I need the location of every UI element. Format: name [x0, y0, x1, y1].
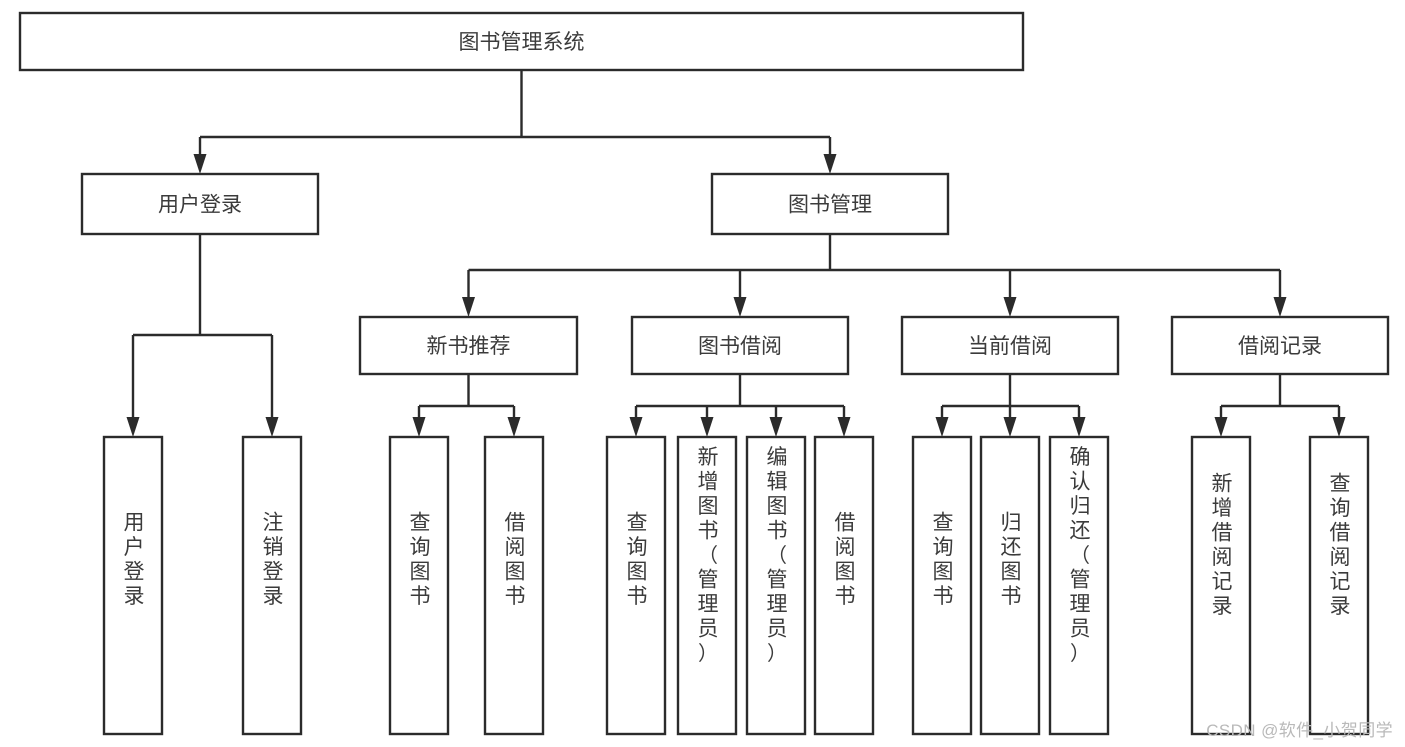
- connector-book-borrow-to-leaves: [629, 374, 851, 437]
- node-box[interactable]: [813, 435, 875, 736]
- arrow-head: [412, 417, 426, 437]
- node-label: 图书管理系统: [459, 31, 585, 54]
- arrow-head: [837, 417, 851, 437]
- node-leaf-query-book-current[interactable]: 查询图书: [911, 435, 973, 736]
- node-leaf-borrow-book[interactable]: 借阅图书: [813, 435, 875, 736]
- node-label: 新增图书（管理员）: [698, 446, 719, 665]
- node-borrow-record[interactable]: 借阅记录: [1170, 315, 1390, 376]
- arrow-head: [265, 417, 279, 437]
- node-leaf-query-book-recommend[interactable]: 查询图书: [388, 435, 450, 736]
- node-label: 归还图书: [1001, 511, 1022, 608]
- node-box[interactable]: [911, 435, 973, 736]
- node-box[interactable]: [80, 172, 320, 236]
- node-box[interactable]: [630, 315, 850, 376]
- arrow-head: [1273, 297, 1287, 317]
- node-leaf-query-book-borrow[interactable]: 查询图书: [605, 435, 667, 736]
- arrow-head: [823, 154, 837, 174]
- arrow-head: [700, 417, 714, 437]
- arrow-head: [1214, 417, 1228, 437]
- node-box[interactable]: [18, 11, 1025, 72]
- node-current-borrow[interactable]: 当前借阅: [900, 315, 1120, 376]
- arrow-head: [629, 417, 643, 437]
- node-box[interactable]: [358, 315, 579, 376]
- node-box[interactable]: [1170, 315, 1390, 376]
- node-label: 新增借阅记录: [1212, 473, 1233, 619]
- node-label: 用户登录: [124, 511, 145, 608]
- connector-layer: [126, 70, 1346, 437]
- connector-new-book-recommend-to-leaves: [412, 374, 521, 437]
- node-label: 图书借阅: [698, 335, 782, 358]
- node-leaf-return-book[interactable]: 归还图书: [979, 435, 1041, 736]
- node-layer: 图书管理系统用户登录图书管理新书推荐图书借阅当前借阅借阅记录用户登录注销登录查询…: [18, 11, 1390, 736]
- node-root[interactable]: 图书管理系统: [18, 11, 1025, 72]
- node-label: 新书推荐: [427, 335, 511, 358]
- connector-current-borrow-to-leaves: [935, 374, 1086, 437]
- connector-user-login-to-leaves: [126, 234, 279, 437]
- node-box[interactable]: [1190, 435, 1252, 736]
- node-box[interactable]: [745, 435, 807, 736]
- arrow-head: [462, 297, 475, 317]
- node-box[interactable]: [483, 435, 545, 736]
- arrow-head: [769, 417, 783, 437]
- node-box[interactable]: [241, 435, 303, 736]
- node-box[interactable]: [1308, 435, 1370, 736]
- node-box[interactable]: [605, 435, 667, 736]
- node-label: 用户登录: [158, 194, 242, 217]
- connector-root-to-level2: [193, 70, 837, 174]
- arrow-head: [507, 417, 521, 437]
- node-leaf-borrow-book-recommend[interactable]: 借阅图书: [483, 435, 545, 736]
- node-label: 图书管理: [788, 194, 872, 217]
- arrow-head: [935, 417, 949, 437]
- connector-book-management-to-level3: [462, 234, 1287, 317]
- node-leaf-confirm-return-admin[interactable]: 确认归还（管理员）: [1048, 435, 1110, 736]
- node-label: 注销登录: [263, 511, 284, 608]
- arrow-head: [1003, 297, 1017, 317]
- node-label: 编辑图书（管理员）: [767, 446, 788, 665]
- arrow-head: [126, 417, 140, 437]
- node-leaf-add-borrow-record[interactable]: 新增借阅记录: [1190, 435, 1252, 736]
- connector-borrow-record-to-leaves: [1214, 374, 1346, 437]
- node-book-management[interactable]: 图书管理: [710, 172, 950, 236]
- node-label: 查询借阅记录: [1330, 473, 1351, 619]
- node-label: 查询图书: [410, 511, 431, 608]
- node-leaf-logout[interactable]: 注销登录: [241, 435, 303, 736]
- node-label: 当前借阅: [968, 335, 1052, 358]
- arrow-head: [1003, 417, 1017, 437]
- node-box[interactable]: [710, 172, 950, 236]
- node-label: 查询图书: [627, 511, 648, 608]
- node-user-login[interactable]: 用户登录: [80, 172, 320, 236]
- node-leaf-query-borrow-record[interactable]: 查询借阅记录: [1308, 435, 1370, 736]
- node-label: 查询图书: [933, 511, 954, 608]
- arrow-head: [733, 297, 747, 317]
- node-box[interactable]: [676, 435, 738, 736]
- node-box[interactable]: [102, 435, 164, 736]
- arrow-head: [1072, 417, 1086, 437]
- node-label: 借阅图书: [835, 511, 856, 608]
- node-leaf-add-book-admin[interactable]: 新增图书（管理员）: [676, 435, 738, 736]
- node-label: 借阅记录: [1238, 335, 1322, 358]
- node-book-borrow[interactable]: 图书借阅: [630, 315, 850, 376]
- node-new-book-recommend[interactable]: 新书推荐: [358, 315, 579, 376]
- node-box[interactable]: [388, 435, 450, 736]
- node-leaf-edit-book-admin[interactable]: 编辑图书（管理员）: [745, 435, 807, 736]
- node-label: 确认归还（管理员）: [1070, 446, 1091, 665]
- arrow-head: [193, 154, 207, 174]
- node-leaf-user-login[interactable]: 用户登录: [102, 435, 164, 736]
- node-box[interactable]: [979, 435, 1041, 736]
- arrow-head: [1332, 417, 1346, 437]
- node-box[interactable]: [1048, 435, 1110, 736]
- node-box[interactable]: [900, 315, 1120, 376]
- node-label: 借阅图书: [505, 511, 526, 608]
